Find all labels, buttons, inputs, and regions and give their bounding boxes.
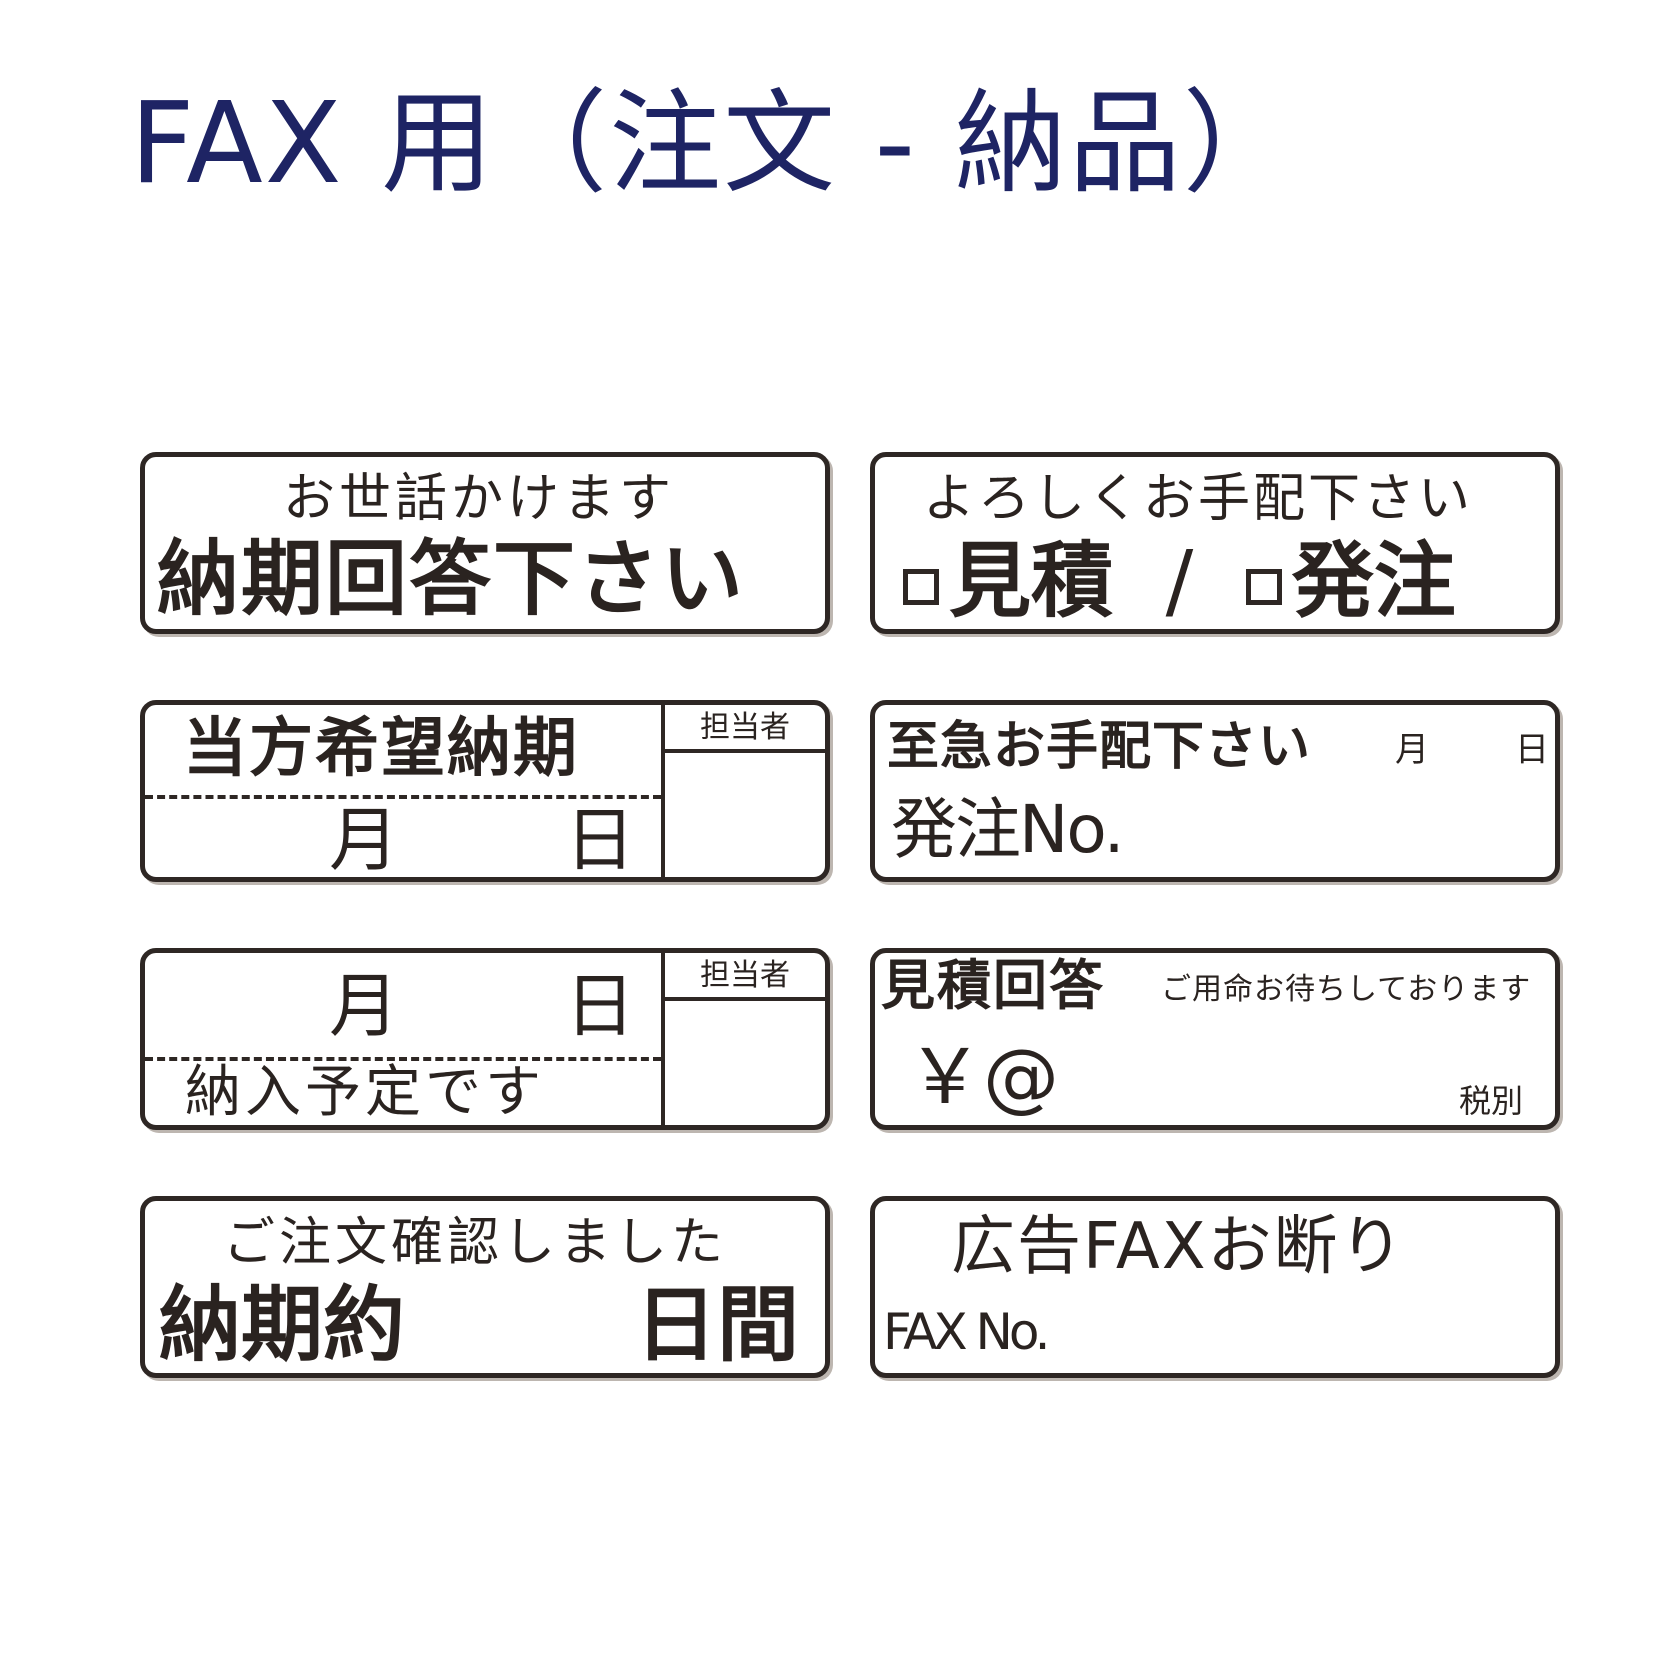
delivery-suffix: 日間 <box>635 1278 800 1373</box>
stamp-top-text: ご注文確認しました <box>223 1213 728 1273</box>
day-label: 日 <box>565 799 635 881</box>
month-label: 月 <box>329 965 399 1047</box>
stamp-top-text: 至急お手配下さい <box>887 717 1312 777</box>
column-divider <box>661 953 665 1125</box>
stamp-shikyuu: 至急お手配下さい 月 日 発注No. <box>870 700 1560 882</box>
stamp-note: ご用命お待ちしております <box>1161 972 1532 1007</box>
price-label: ￥@ <box>907 1032 1059 1121</box>
stamp-mitsumori-kaitou: 見積回答 ご用命お待ちしております ￥@ 税別 <box>870 948 1560 1130</box>
stamp-label: 当方希望納期 <box>183 712 579 786</box>
stamp-chuumon-kakunin: ご注文確認しました 納期約 日間 <box>140 1196 830 1378</box>
day-label: 日 <box>565 965 635 1047</box>
stamp-nyuuka-yotei: 月 日 納入予定です 担当者 <box>140 948 830 1130</box>
day-label: 日 <box>1515 730 1549 770</box>
stamp-nouki-kaitou: お世話かけます 納期回答下さい <box>140 452 830 634</box>
stamp-options: 見積 / 発注 <box>903 541 1456 623</box>
stamp-main-text: 納期回答下さい <box>157 532 746 627</box>
tanto-divider <box>661 749 825 753</box>
checkbox-icon <box>1245 568 1282 605</box>
tanto-label: 担当者 <box>700 710 790 745</box>
stamp-top-text: よろしくお手配下さい <box>923 469 1474 529</box>
stamp-top-text: お世話かけます <box>283 469 676 529</box>
dashed-divider <box>145 1057 661 1061</box>
stamp-kibou-nouki: 当方希望納期 月 日 担当者 <box>140 700 830 882</box>
stamp-top-text: 広告FAXお断り <box>951 1210 1406 1284</box>
option-hacchu: 発注 <box>1291 534 1456 629</box>
option-mitsumori: 見積 <box>949 534 1114 629</box>
page-title: FAX 用（注文 - 納品） <box>130 79 1297 209</box>
fax-number-label: FAX No. <box>883 1303 1051 1361</box>
slash-divider: / <box>1165 534 1194 629</box>
order-number-label: 発注No. <box>891 791 1125 868</box>
dashed-divider <box>145 795 661 799</box>
stamp-bottom-text: 納入予定です <box>185 1060 545 1125</box>
tanto-label: 担当者 <box>700 958 790 993</box>
delivery-prefix: 納期約 <box>159 1278 406 1373</box>
month-label: 月 <box>1395 730 1429 770</box>
stamp-koukoku-okotowari: 広告FAXお断り FAX No. <box>870 1196 1560 1378</box>
stamp-title: 見積回答 <box>881 954 1105 1017</box>
column-divider <box>661 705 665 877</box>
checkbox-icon <box>903 568 939 605</box>
tax-label: 税別 <box>1459 1082 1524 1120</box>
stamp-mitsumori-hacchu: よろしくお手配下さい 見積 / 発注 <box>870 452 1560 634</box>
month-label: 月 <box>329 799 399 881</box>
tanto-divider <box>661 997 825 1001</box>
